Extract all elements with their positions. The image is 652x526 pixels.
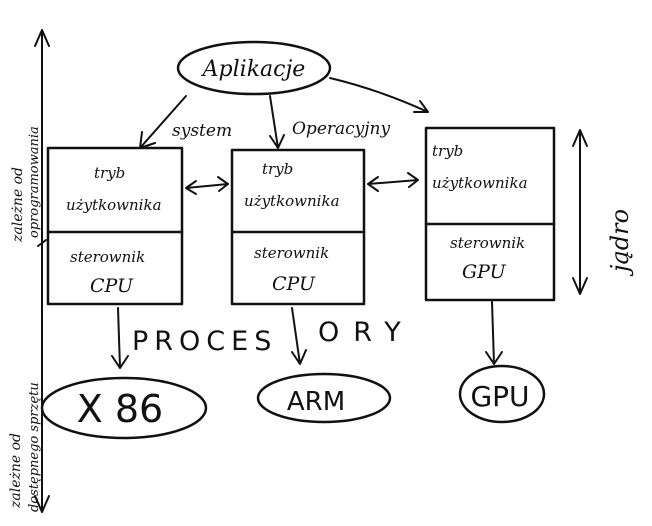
module-box-1-frame	[46, 146, 184, 306]
box2-bottom-line2: CPU	[272, 273, 316, 295]
box2-box3-double-arrow	[367, 172, 419, 192]
box1-top-line2: użytkownika	[66, 196, 162, 214]
right-axis-line	[572, 129, 588, 295]
left-upper-line2: oprogramowania	[27, 126, 42, 238]
box3-bottom-line1: sterownik	[450, 234, 525, 252]
box2-top-line2: użytkownika	[244, 192, 340, 210]
left-axis-line	[34, 29, 50, 513]
processors-label-part2: ORY	[318, 317, 415, 348]
left-upper-label2: oprogramowania	[27, 126, 42, 238]
applications-ellipse	[176, 40, 332, 96]
right-axis-label-group: jądro	[606, 209, 634, 277]
module-box-3: tryb użytkownika sterownik GPU	[424, 126, 556, 302]
box1-bottom-line1: sterownik	[70, 248, 145, 266]
box3-top-line1: tryb	[432, 142, 463, 160]
left-lower-label2: dostępnego sprzętu	[27, 382, 42, 512]
module-box-1: tryb użytkownika sterownik CPU	[46, 146, 184, 306]
applications-label: Aplikacje	[201, 57, 306, 82]
hardware-arm-label: ARM	[287, 387, 345, 417]
box1-top-line1: tryb	[94, 164, 125, 182]
hardware-x86-label: X 86	[77, 387, 163, 431]
left-upper-label: zależne od	[10, 167, 26, 243]
operacyjny-label: Operacyjny	[292, 119, 390, 139]
box1-box2-double-arrow	[185, 176, 229, 195]
box3-top-line2: użytkownika	[432, 174, 528, 192]
module-box-3-frame	[424, 126, 556, 302]
hardware-gpu-ellipse	[458, 364, 546, 424]
module-box-2-frame	[230, 148, 366, 306]
box3-to-gpu-arrow	[485, 301, 503, 365]
box3-bottom-line2: GPU	[462, 261, 507, 283]
box1-to-x86-arrow	[111, 307, 129, 369]
box2-top-line1: tryb	[262, 160, 293, 178]
hardware-arm-ellipse	[256, 372, 392, 424]
app-to-box3-arrow	[329, 77, 429, 113]
box1-bottom-line2: CPU	[90, 275, 134, 297]
box2-to-arm-arrow	[291, 307, 307, 365]
hardware-gpu-label: GPU	[470, 380, 529, 413]
right-axis-label: jądro	[606, 209, 634, 277]
system-label: system	[172, 121, 232, 141]
processors-label-part1: PROCES	[132, 326, 277, 357]
left-lower-line1: zależne od	[8, 433, 24, 509]
module-box-2: tryb użytkownika sterownik CPU	[230, 148, 366, 306]
app-to-box2-arrow	[269, 95, 285, 149]
left-upper-line1: zależne od	[10, 167, 26, 243]
left-lower-line2: dostępnego sprzętu	[27, 382, 42, 512]
box2-bottom-line1: sterownik	[254, 244, 329, 262]
left-lower-label: zależne od	[8, 433, 24, 509]
